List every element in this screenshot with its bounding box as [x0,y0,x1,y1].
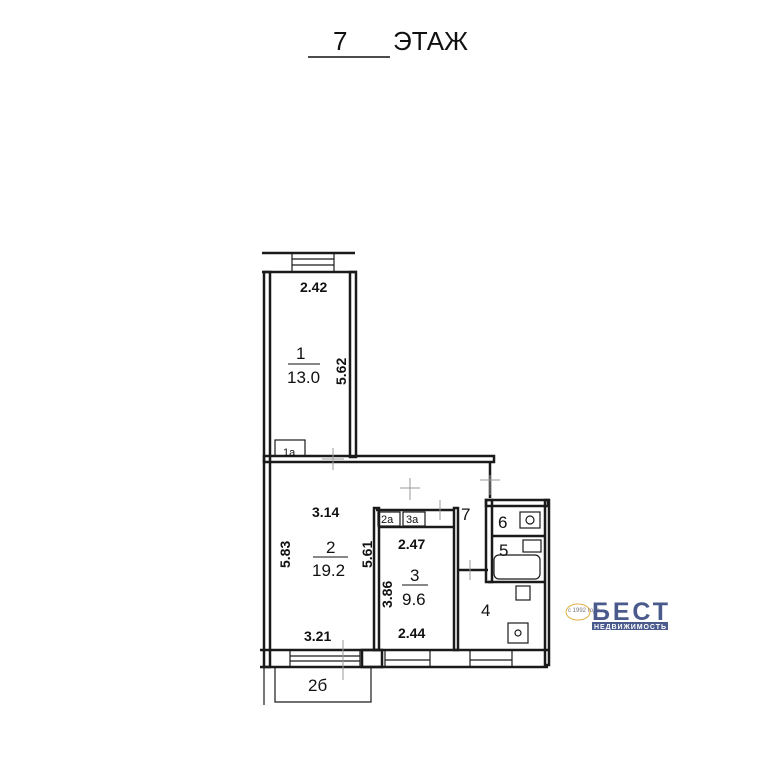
logo-brand: БЕСТ [592,598,668,626]
room-3-area: 9.6 [402,590,426,609]
floor-label: ЭТАЖ [393,26,468,56]
room-1-width: 2.42 [300,279,327,295]
room-2-number: 2 [326,538,335,557]
room-2-length-right: 5.61 [359,541,375,568]
room-3-length: 3.86 [379,581,395,608]
logo: с 1992 года БЕСТ НЕДВИЖИМОСТЬ [565,598,668,631]
room-3-number: 3 [410,566,419,585]
room-1-area: 13.0 [287,368,320,387]
room-7-number: 7 [461,505,470,524]
room-2-length-left: 5.83 [277,541,293,568]
room-2-width-top: 3.14 [312,504,339,520]
closet-1a [274,439,306,457]
room-2a-number: 2а [381,514,394,526]
floor-number: 7 [333,26,347,56]
room-2-area: 19.2 [312,561,345,580]
room-5-number: 5 [499,541,508,560]
room-4-number: 4 [481,601,490,620]
room-3-width-top: 2.47 [398,536,425,552]
balcony-number: 2б [308,676,327,695]
room-1-length: 5.62 [333,358,349,385]
logo-since: с 1992 года [568,608,600,614]
room-1a-number: 1а [283,447,296,459]
room-3-width-bottom: 2.44 [398,625,425,641]
room-1-number: 1 [296,344,305,363]
room-2-width-bottom: 3.21 [304,628,331,644]
logo-subtitle: НЕДВИЖИМОСТЬ [594,624,666,631]
walls [260,251,551,705]
room-3a-number: 3а [406,514,419,526]
room-6-number: 6 [498,513,507,532]
